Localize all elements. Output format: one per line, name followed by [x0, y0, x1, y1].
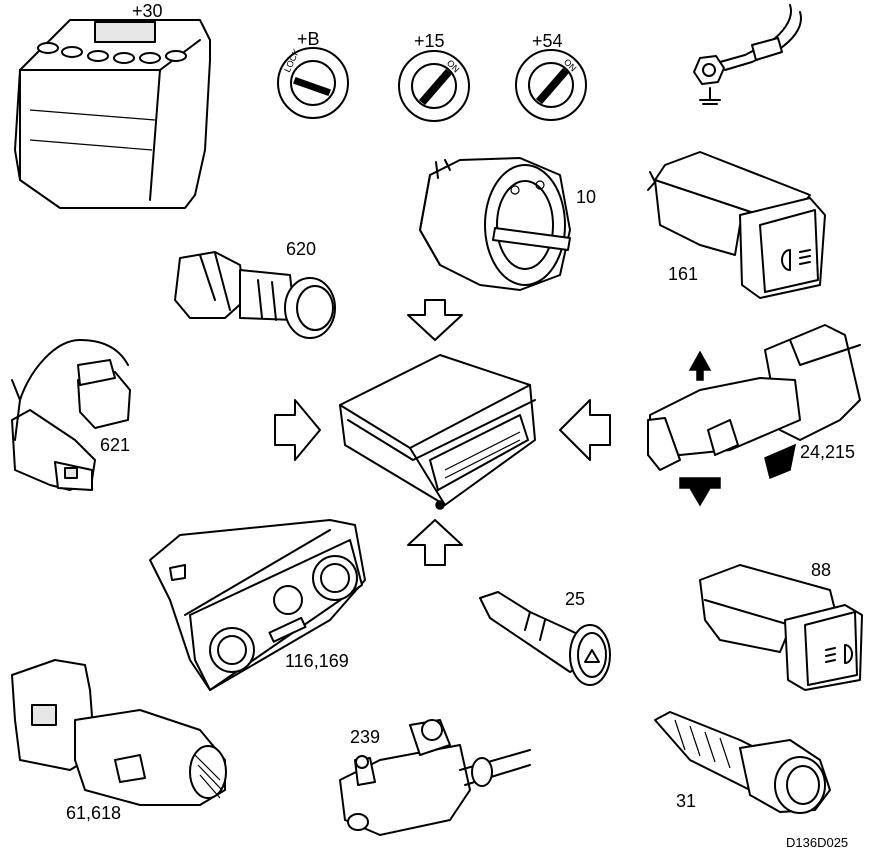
wiper-motor	[339, 719, 531, 836]
label-hvac: 116,169	[285, 651, 349, 671]
central-module	[339, 354, 536, 510]
ground-terminal	[693, 4, 802, 105]
hazard-triangle-icon	[584, 649, 600, 663]
label-headlight-switch: 10	[576, 187, 597, 207]
label-temp-sensor: 31	[676, 791, 697, 811]
arrow-down	[407, 299, 463, 341]
cigarette-lighter	[479, 591, 611, 686]
arrow-right	[274, 399, 321, 461]
sensor-621	[11, 339, 131, 491]
label-wiper-motor: 239	[350, 727, 381, 747]
ground-icon	[699, 87, 721, 105]
temperature-sensor	[654, 711, 831, 814]
label-battery: +30	[132, 1, 163, 21]
fog-switch	[647, 151, 826, 299]
rear-fog-icon	[825, 644, 853, 664]
ignition-dial-54	[515, 49, 587, 121]
fog-light-icon	[781, 249, 811, 271]
ignition-dial-b	[277, 47, 349, 119]
battery	[14, 19, 211, 209]
arrow-up	[407, 519, 463, 566]
label-fog-switch: 161	[668, 264, 699, 284]
label-sensor-621: 621	[100, 435, 131, 455]
label-rear-fog: 88	[811, 560, 832, 580]
rear-fog-switch	[699, 564, 863, 691]
label-stalk: 24,215	[800, 442, 856, 462]
label-ign-b: +B	[297, 29, 320, 49]
wiper-stalk	[11, 659, 227, 806]
label-ign-15: +15	[414, 31, 445, 51]
label-lighter: 25	[565, 589, 586, 609]
hvac-control-panel	[149, 519, 366, 691]
connector-620	[174, 251, 336, 339]
label-wiper-stalk: 61,618	[66, 803, 122, 823]
ignition-dial-15	[398, 50, 470, 122]
label-ign-54: +54	[532, 31, 563, 51]
figure-code: D136D025	[786, 835, 849, 850]
label-connector-620: 620	[286, 239, 317, 259]
combination-stalk	[647, 324, 861, 507]
headlight-switch	[419, 157, 571, 291]
arrow-left	[559, 399, 611, 461]
